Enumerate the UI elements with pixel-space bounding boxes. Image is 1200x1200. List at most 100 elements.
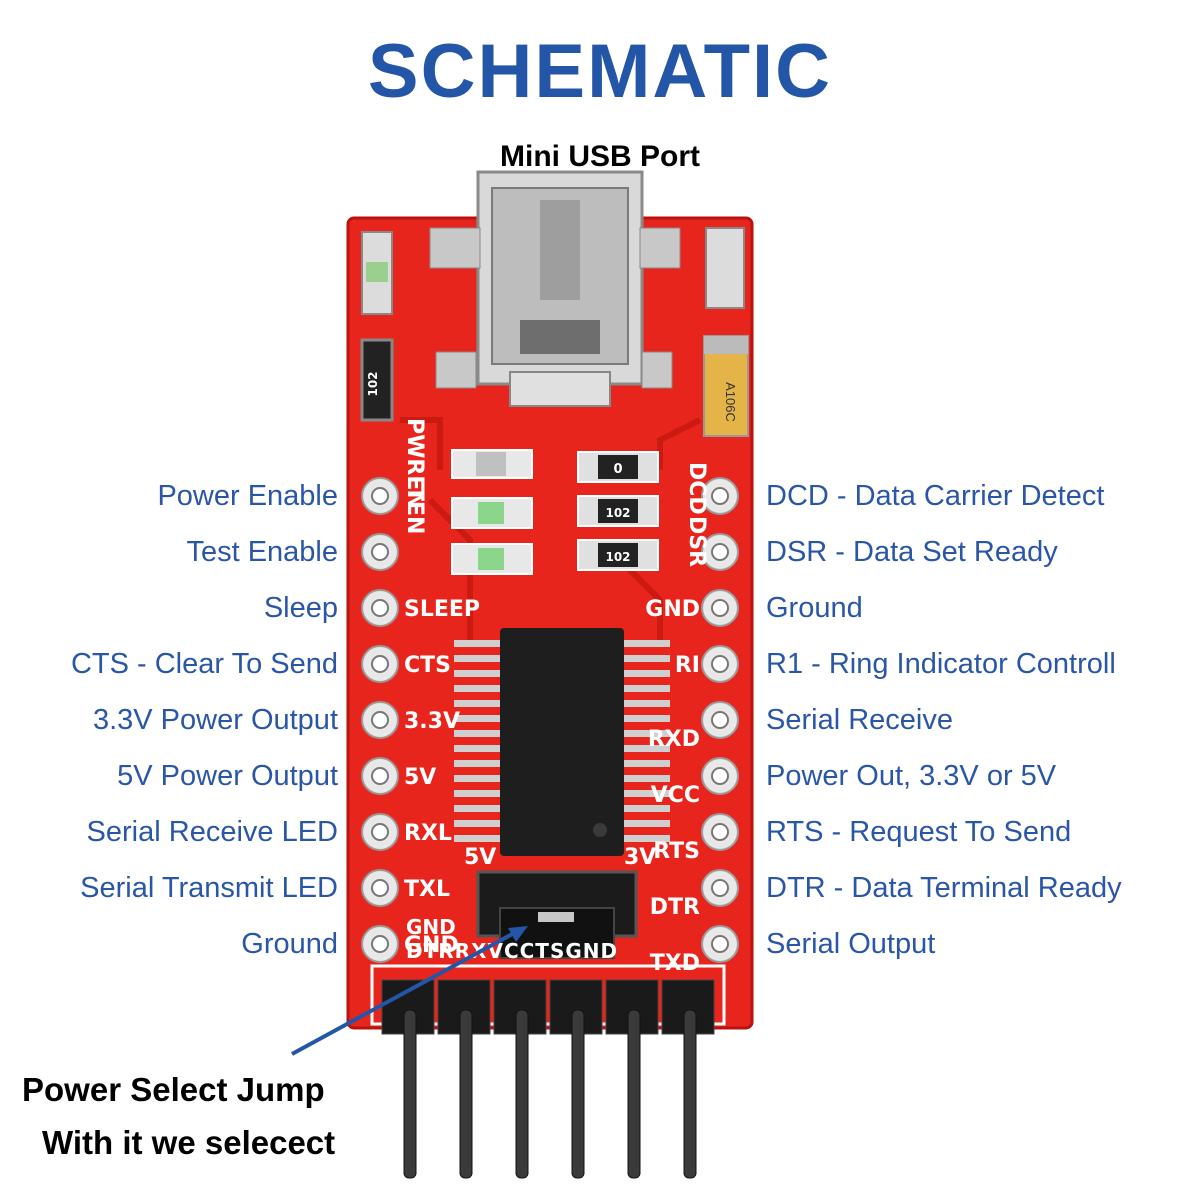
ic-pin bbox=[622, 835, 670, 842]
ic-pin bbox=[454, 640, 502, 647]
pin-holes bbox=[361, 477, 739, 963]
pin-hole bbox=[701, 701, 739, 739]
pin-hole bbox=[701, 533, 739, 571]
ic-pin bbox=[622, 820, 670, 827]
right-pin-label: DTR - Data Terminal Ready bbox=[766, 872, 1122, 904]
ic-pin bbox=[454, 835, 502, 842]
ic-pin bbox=[454, 790, 502, 797]
svg-text:0: 0 bbox=[613, 462, 622, 477]
silk-jumper-5v: 5V bbox=[464, 845, 496, 870]
silk-left-label: CTS bbox=[404, 653, 451, 678]
left-pin-label: Power Enable bbox=[157, 480, 338, 512]
ic-pin bbox=[454, 700, 502, 707]
pin-hole bbox=[701, 645, 739, 683]
left-pin-label: 5V Power Output bbox=[117, 760, 338, 792]
header-pin bbox=[459, 1009, 473, 1179]
silk-right-label: TXD bbox=[650, 951, 700, 976]
right-pin-label: RTS - Request To Send bbox=[766, 816, 1072, 848]
pin-hole bbox=[701, 925, 739, 963]
left-pin-label: Serial Transmit LED bbox=[80, 872, 338, 904]
ic-pin bbox=[454, 775, 502, 782]
header-pin bbox=[571, 1009, 585, 1179]
header-pin bbox=[403, 1009, 417, 1179]
left-pin-label: Sleep bbox=[263, 592, 338, 624]
right-pin-label: DCD - Data Carrier Detect bbox=[766, 480, 1105, 512]
left-pin-label: 3.3V Power Output bbox=[92, 704, 338, 736]
silk-right-label: VCC bbox=[651, 783, 700, 808]
pin-hole bbox=[361, 701, 399, 739]
ic-pin bbox=[454, 805, 502, 812]
pin-hole bbox=[701, 869, 739, 907]
silk-dcd: DCD bbox=[684, 462, 709, 515]
silk-right-label: DTR bbox=[650, 895, 700, 920]
pin-header bbox=[381, 979, 715, 1179]
right-pin-label: Ground bbox=[766, 592, 863, 624]
left-pin-label: Serial Receive LED bbox=[86, 816, 338, 848]
silk-bottom-row: DTRRXVCCTSGND bbox=[406, 939, 618, 963]
ic-pin bbox=[454, 760, 502, 767]
silk-pwren: PWREN bbox=[402, 418, 427, 509]
pin-hole bbox=[361, 477, 399, 515]
right-pin-label: R1 - Ring Indicator Controll bbox=[766, 648, 1116, 680]
center-resistors: 0 102 102 bbox=[577, 451, 659, 571]
silk-right-label: RI bbox=[675, 653, 700, 678]
ic-pin bbox=[622, 790, 670, 797]
silk-left-label: TXL bbox=[404, 877, 450, 902]
ic-pin bbox=[454, 685, 502, 692]
mini-usb-connector bbox=[429, 170, 681, 407]
right-pin-label: Serial Output bbox=[766, 928, 936, 960]
header-pin bbox=[627, 1009, 641, 1179]
silk-ten: TEN bbox=[402, 486, 427, 534]
silk-left-label: SLEEP bbox=[404, 597, 480, 622]
pin-hole bbox=[361, 869, 399, 907]
pin-hole bbox=[361, 757, 399, 795]
ic-pin bbox=[622, 640, 670, 647]
ic-pin bbox=[454, 655, 502, 662]
pin-hole bbox=[361, 813, 399, 851]
silk-left-label: 3.3V bbox=[404, 709, 460, 734]
ic-pin bbox=[454, 745, 502, 752]
pin-hole bbox=[361, 925, 399, 963]
ic-pin bbox=[622, 700, 670, 707]
left-pin-label: Test Enable bbox=[186, 536, 338, 568]
header-pin bbox=[683, 1009, 697, 1179]
page-title: SCHEMATIC bbox=[367, 29, 833, 114]
svg-text:102: 102 bbox=[605, 550, 630, 564]
right-pin-label: DSR - Data Set Ready bbox=[766, 536, 1058, 568]
right-pin-label: Serial Receive bbox=[766, 704, 953, 736]
pin-hole bbox=[701, 813, 739, 851]
ic-pin bbox=[622, 775, 670, 782]
ic-chip bbox=[500, 628, 624, 856]
silk-right-label: RTS bbox=[653, 839, 700, 864]
ic-pin bbox=[622, 745, 670, 752]
ic-pin bbox=[622, 670, 670, 677]
ic-pin bbox=[622, 760, 670, 767]
right-pin-label: Power Out, 3.3V or 5V bbox=[766, 760, 1057, 792]
silk-dsr: DSR bbox=[684, 516, 709, 567]
usb-port-label: Mini USB Port bbox=[500, 140, 700, 173]
ic-pin bbox=[454, 820, 502, 827]
silk-right-label: RXD bbox=[648, 727, 700, 752]
resistor-left-label: 102 bbox=[366, 371, 380, 396]
ic-pin bbox=[454, 730, 502, 737]
header-pin bbox=[515, 1009, 529, 1179]
left-pin-label: Ground bbox=[241, 928, 338, 960]
pin-hole bbox=[361, 645, 399, 683]
silk-left-label: GND bbox=[404, 933, 459, 958]
pin-hole bbox=[701, 757, 739, 795]
silk-bottom-gnd: GND bbox=[406, 915, 456, 939]
ic-pin bbox=[622, 715, 670, 722]
center-leds bbox=[451, 449, 533, 575]
silk-right-label: GND bbox=[645, 597, 700, 622]
pin-hole bbox=[701, 477, 739, 515]
pin-hole bbox=[701, 589, 739, 627]
ic-pin bbox=[622, 730, 670, 737]
pin-hole bbox=[361, 589, 399, 627]
ic-pin bbox=[454, 670, 502, 677]
silk-jumper-3v: 3V bbox=[624, 845, 656, 870]
capacitor-label: A106C bbox=[723, 382, 738, 422]
silk-right: GND RI RXD VCC RTS DTR TXD bbox=[645, 597, 700, 976]
ic-pins bbox=[454, 640, 670, 842]
